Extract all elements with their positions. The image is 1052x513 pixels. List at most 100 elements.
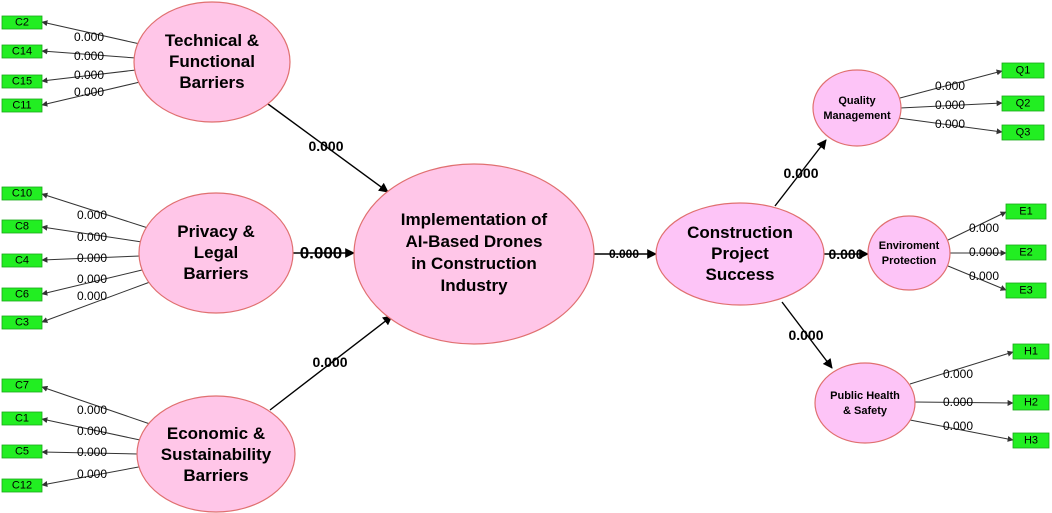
- indicator-c10-box: [1, 186, 43, 201]
- economic-label-line-1: Economic &: [167, 424, 265, 443]
- indicator-c2-box: [1, 15, 43, 30]
- loading-h3: 0.000: [943, 419, 973, 433]
- latent-health: Public Health & Safety: [814, 362, 916, 444]
- economic-ellipse: [136, 395, 296, 513]
- technical-indicators: C2 C14 C15 C11: [1, 15, 43, 113]
- privacy-label-line-2: Legal: [194, 243, 238, 262]
- coef-success-environment: 0.000: [828, 246, 863, 262]
- privacy-indicators: C10 C8 C4 C6 C3: [1, 186, 43, 330]
- technical-loadings: 0.000 0.000 0.000 0.000: [74, 30, 104, 99]
- health-indicator-edges: [909, 350, 1014, 442]
- indicator-c8-label: C8: [15, 221, 29, 233]
- coef-success-quality: 0.000: [783, 165, 818, 181]
- success-label-line-1: Construction: [687, 223, 793, 242]
- indicator-e3-label: E3: [1019, 285, 1032, 297]
- edge-privacy-c6: [41, 269, 143, 296]
- indicator-c7-label: C7: [15, 380, 29, 392]
- indicator-c3-label: C3: [15, 317, 29, 329]
- environment-label-line-1: Enviroment: [879, 240, 940, 252]
- indicator-q1-box: [1001, 62, 1045, 79]
- indicator-e1-label: E1: [1019, 206, 1032, 218]
- loading-c10: 0.000: [77, 208, 107, 222]
- quality-label-line-1: Quality: [838, 95, 876, 107]
- implementation-label-line-3: in Construction: [411, 254, 537, 273]
- technical-label-line-3: Barriers: [179, 73, 244, 92]
- edge-technical-c14: [41, 48, 137, 59]
- indicator-c7-box: [1, 378, 43, 393]
- loading-h1: 0.000: [943, 367, 973, 381]
- indicator-c15-label: C15: [12, 76, 32, 88]
- indicator-c11-box: [1, 98, 43, 113]
- latent-success: Construction Project Success: [655, 202, 825, 306]
- coef-success-health: 0.000: [788, 327, 823, 343]
- environment-label-line-2: Protection: [882, 255, 937, 267]
- implementation-label-line-1: Implementation of: [401, 210, 548, 229]
- loading-q1: 0.000: [935, 79, 965, 93]
- indicator-c4-box: [1, 253, 43, 268]
- indicator-c1-box: [1, 411, 43, 426]
- health-indicators: H1 H2 H3: [1012, 343, 1050, 449]
- loading-c14: 0.000: [74, 49, 104, 63]
- indicator-c6-box: [1, 287, 43, 302]
- environment-ellipse: [867, 215, 951, 291]
- indicator-h2-label: H2: [1024, 397, 1038, 409]
- edge-privacy-c10: [41, 192, 149, 229]
- latent-quality: Quality Management: [812, 69, 902, 147]
- economic-loadings: 0.000 0.000 0.000 0.000: [77, 403, 107, 481]
- indicator-c12-label: C12: [12, 480, 32, 492]
- loading-e3: 0.000: [969, 269, 999, 283]
- success-label-line-3: Success: [706, 265, 775, 284]
- implementation-label-line-2: AI-Based Drones: [406, 232, 543, 251]
- indicator-q2-box: [1001, 95, 1045, 112]
- loading-q3: 0.000: [935, 117, 965, 131]
- edge-economic-c7: [41, 385, 151, 425]
- edge-health-h3: [909, 419, 1014, 442]
- indicator-c12-box: [1, 478, 43, 493]
- loading-c4: 0.000: [77, 251, 107, 265]
- indicator-e2-label: E2: [1019, 247, 1032, 259]
- indicator-q1-label: Q1: [1016, 65, 1031, 77]
- loading-c2: 0.000: [74, 30, 104, 44]
- loading-e1: 0.000: [969, 221, 999, 235]
- indicator-q3-box: [1001, 124, 1045, 141]
- edge-health-h1: [909, 350, 1014, 385]
- privacy-label-line-3: Barriers: [183, 264, 248, 283]
- indicator-c2-label: C2: [15, 17, 29, 29]
- path-coefficients: 0.000 0.000 0.000 0.000 0.000 0.000 0.00…: [300, 138, 864, 370]
- privacy-loadings: 0.000 0.000 0.000 0.000 0.000: [77, 208, 107, 303]
- indicator-c3-box: [1, 315, 43, 330]
- path-success-quality: [774, 139, 827, 207]
- coef-technical-implementation: 0.000: [308, 138, 343, 154]
- privacy-indicator-edges: [41, 192, 151, 323]
- indicator-h3-label: H3: [1024, 435, 1038, 447]
- indicator-c6-label: C6: [15, 289, 29, 301]
- quality-label-line-2: Management: [823, 110, 891, 122]
- technical-label-line-2: Functional: [169, 52, 255, 71]
- indicator-e2-box: [1005, 244, 1047, 261]
- edge-economic-c12: [41, 465, 145, 487]
- loading-c7: 0.000: [77, 403, 107, 417]
- latent-environment: Enviroment Protection: [867, 215, 951, 291]
- loading-c15: 0.000: [74, 68, 104, 82]
- indicator-c5-box: [1, 444, 43, 459]
- privacy-ellipse: [138, 192, 294, 314]
- indicator-q2-label: Q2: [1016, 98, 1031, 110]
- indicator-c5-label: C5: [15, 446, 29, 458]
- loading-c5: 0.000: [77, 445, 107, 459]
- technical-ellipse: [133, 1, 291, 123]
- edge-technical-c2: [41, 20, 141, 45]
- privacy-label-line-1: Privacy &: [177, 222, 255, 241]
- edge-privacy-c4: [41, 255, 141, 263]
- economic-label-line-2: Sustainability: [161, 445, 272, 464]
- implementation-label-line-4: Industry: [440, 276, 508, 295]
- loading-c3: 0.000: [77, 289, 107, 303]
- environment-indicators: E1 E2 E3: [1005, 203, 1047, 299]
- loading-c1: 0.000: [77, 424, 107, 438]
- structural-paths: [267, 103, 869, 411]
- edge-privacy-c8: [41, 224, 143, 243]
- indicator-e1-box: [1005, 203, 1047, 220]
- edge-quality-q1: [899, 69, 1003, 99]
- loading-e2: 0.000: [969, 245, 999, 259]
- indicator-c8-box: [1, 219, 43, 234]
